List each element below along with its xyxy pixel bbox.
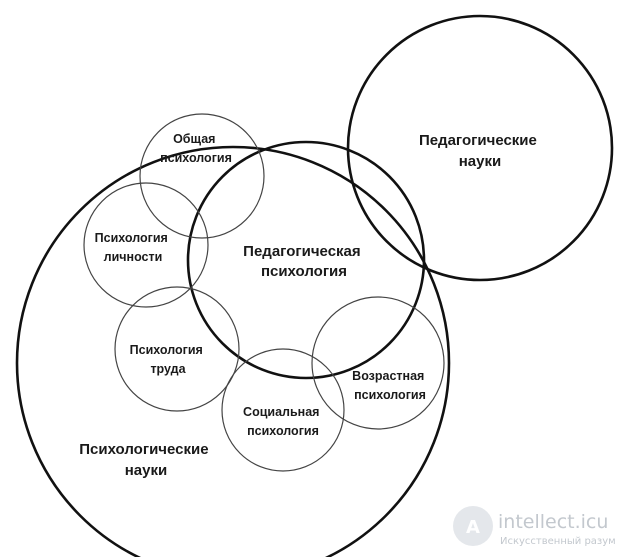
- pedagogical-sciences-label: Педагогические науки: [419, 132, 541, 170]
- social-psychology-circle: [221, 348, 345, 472]
- personality-psychology-label: Психология личности: [95, 231, 172, 264]
- watermark: A intellect.icu Искусственный разум: [453, 506, 616, 547]
- watermark-text: intellect.icu: [498, 511, 608, 533]
- pedagogical-psychology-label: Педагогическая психология: [243, 243, 365, 280]
- general-psychology-circle: [139, 113, 265, 239]
- psychological-sciences-label: Психологические науки: [79, 441, 213, 479]
- general-psychology-label: Общая психология: [160, 132, 232, 165]
- pedagogical-sciences-circle: [346, 14, 614, 282]
- labor-psychology-circle: [114, 286, 240, 412]
- social-psychology-label: Социальная психология: [243, 405, 323, 438]
- age-psychology-circle: [311, 296, 445, 430]
- age-psychology-label: Возрастная психология: [352, 369, 428, 402]
- labor-psychology-label: Психология труда: [130, 343, 207, 376]
- psychological-sciences-circle: [15, 145, 451, 557]
- personality-psychology-circle: [83, 182, 209, 308]
- watermark-logo-glyph: A: [466, 517, 480, 538]
- pedagogical-psychology-circle: [186, 140, 426, 380]
- watermark-subtext: Искусственный разум: [500, 536, 616, 547]
- watermark-logo-icon: [453, 506, 493, 546]
